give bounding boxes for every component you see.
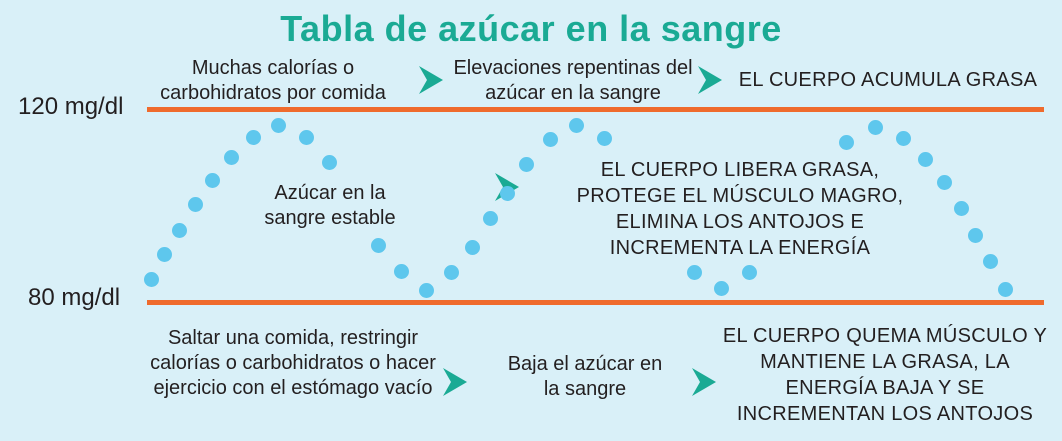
high-level-label: 120 mg/dl	[18, 93, 124, 120]
blood-sugar-dot	[968, 228, 983, 243]
blood-sugar-dot	[597, 131, 612, 146]
blood-sugar-dot	[839, 135, 854, 150]
high-intake-cause: Muchas calorías o carbohidratos por comi…	[160, 57, 386, 104]
blood-sugar-dot	[205, 173, 220, 188]
blood-sugar-dot	[246, 130, 261, 145]
muscle-loss-result: EL CUERPO QUEMA MÚSCULO Y MANTIENE LA GR…	[722, 325, 1048, 425]
chevron-right-icon	[698, 66, 722, 94]
blood-sugar-dot	[419, 283, 434, 298]
chevron-right-icon	[443, 368, 467, 396]
stable-sugar-cause: Azúcar en la sangre estable	[264, 182, 396, 229]
blood-sugar-dot	[918, 152, 933, 167]
blood-sugar-dot	[868, 120, 883, 135]
chart-title: Tabla de azúcar en la sangre	[280, 8, 782, 49]
fat-release-result: EL CUERPO LIBERA GRASA, PROTEGE EL MÚSCU…	[576, 159, 904, 259]
blood-sugar-dot	[157, 247, 172, 262]
blood-sugar-dot	[742, 265, 757, 280]
blood-sugar-dot	[394, 264, 409, 279]
blood-sugar-dot	[172, 223, 187, 238]
blood-sugar-dot	[371, 238, 386, 253]
blood-sugar-dot	[144, 272, 159, 287]
skip-meal-cause: Saltar una comida, restringir calorías o…	[150, 327, 436, 399]
low-level-label: 80 mg/dl	[28, 284, 121, 311]
blood-sugar-dot	[299, 130, 314, 145]
chevron-right-icon	[692, 368, 716, 396]
blood-sugar-dot	[954, 201, 969, 216]
blood-sugar-dot	[322, 155, 337, 170]
sugar-drop-effect: Baja el azúcar en la sangre	[507, 353, 663, 400]
low-level-line	[147, 300, 1044, 305]
blood-sugar-dot	[714, 281, 729, 296]
blood-sugar-dot	[998, 282, 1013, 297]
blood-sugar-dot	[896, 131, 911, 146]
blood-sugar-dot	[687, 265, 702, 280]
blood-sugar-dot	[224, 150, 239, 165]
blood-sugar-dot	[569, 118, 584, 133]
blood-sugar-dot	[483, 211, 498, 226]
blood-sugar-dot	[271, 118, 286, 133]
blood-sugar-dot	[543, 132, 558, 147]
fat-storage-result: EL CUERPO ACUMULA GRASA	[738, 69, 1038, 91]
high-level-line	[147, 107, 1044, 112]
blood-sugar-dot	[937, 175, 952, 190]
blood-sugar-dot	[983, 254, 998, 269]
blood-sugar-dot	[519, 157, 534, 172]
blood-sugar-dot	[444, 265, 459, 280]
blood-sugar-dot	[188, 197, 203, 212]
blood-sugar-dot	[465, 240, 480, 255]
chevron-right-icon	[419, 66, 443, 94]
blood-sugar-dot	[500, 186, 515, 201]
sugar-spike-effect: Elevaciones repentinas del azúcar en la …	[453, 57, 693, 104]
